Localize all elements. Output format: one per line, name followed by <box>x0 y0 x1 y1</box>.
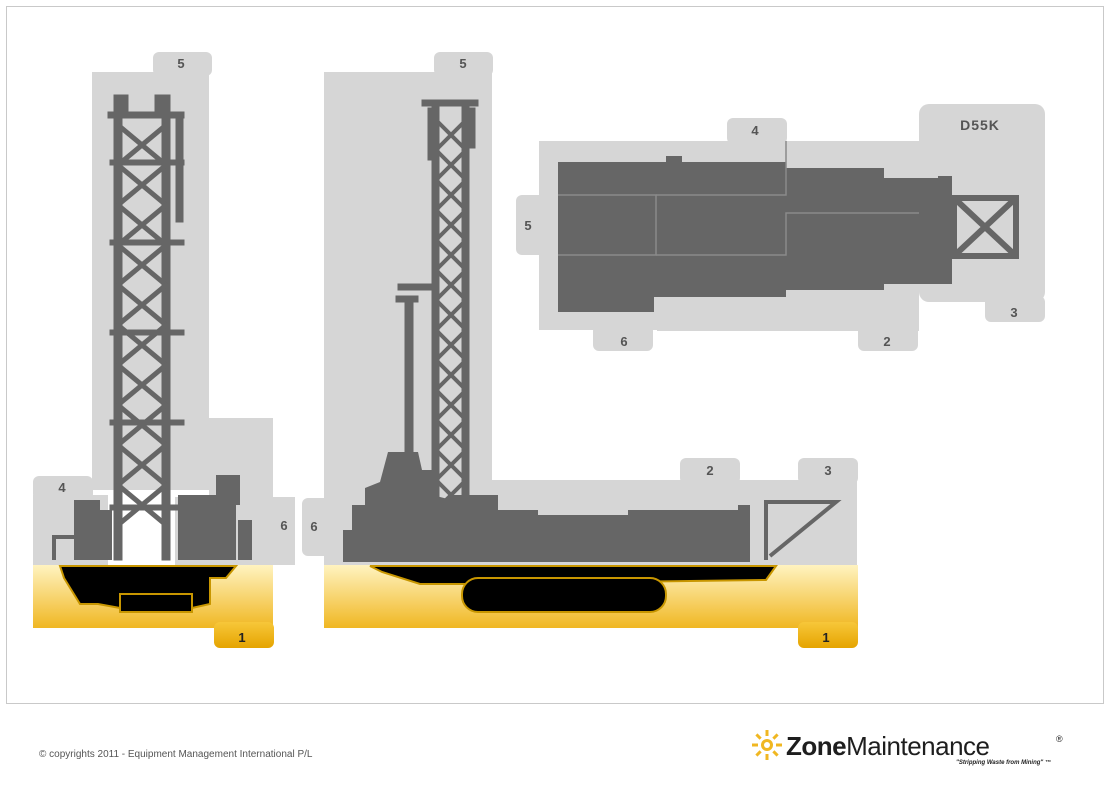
zone-3-tab <box>798 458 858 484</box>
logo-word-bold: Zone <box>786 731 847 761</box>
side-crawler <box>369 565 778 613</box>
zone-4-tab <box>727 118 787 144</box>
zone-2-tab <box>680 458 740 484</box>
top-zone-5-label: 5 <box>524 218 532 233</box>
front-view <box>33 52 295 648</box>
logo-tagline: "Stripping Waste from Mining" ™ <box>956 760 1051 766</box>
model-label: D55K <box>960 117 1000 133</box>
zone-3-tab <box>985 296 1045 322</box>
top-view <box>516 104 1045 351</box>
top-zone-2-label: 2 <box>883 334 891 349</box>
top-zone-3-label: 3 <box>1010 305 1018 320</box>
zone-5-tab <box>153 52 212 76</box>
front-body-silhouette <box>52 475 252 560</box>
side-zone-1-label: 1 <box>822 630 830 645</box>
zone-1-tab <box>798 622 858 648</box>
top-zone-6-label: 6 <box>620 334 628 349</box>
front-zone-5-label: 5 <box>177 56 185 71</box>
copyright-text: © copyrights 2011 - Equipment Management… <box>39 749 313 760</box>
registered-mark: ® <box>1056 734 1063 744</box>
sun-icon <box>752 730 782 760</box>
top-zone-4-label: 4 <box>751 123 759 138</box>
side-body-silhouette <box>343 452 842 562</box>
side-zone-6-label: 6 <box>310 519 318 534</box>
side-view <box>302 52 858 648</box>
logo-wordmark: ZoneMaintenance <box>786 731 990 762</box>
side-zone-2-label: 2 <box>706 463 714 478</box>
zone-1-tab <box>214 622 274 648</box>
zone-6-tab <box>302 498 332 556</box>
front-zone-1-label: 1 <box>238 630 246 645</box>
front-zone-4-label: 4 <box>58 480 66 495</box>
top-silhouette <box>558 156 952 312</box>
zone-5-tab <box>434 52 493 76</box>
zone-5-tab <box>516 195 546 255</box>
front-undercarriage <box>58 565 239 613</box>
top-frame-crossbox <box>951 195 1019 259</box>
top-divider-lines <box>558 141 919 256</box>
side-zone-3-label: 3 <box>824 463 832 478</box>
zonemaintenance-logo: ZoneMaintenance ® "Stripping Waste from … <box>750 730 1080 770</box>
zone-4-tab <box>33 476 93 500</box>
front-mast-silhouette <box>107 94 185 561</box>
zone-2-tab <box>858 325 918 351</box>
front-zone-6-label: 6 <box>280 518 288 533</box>
zone-3-area <box>740 480 857 565</box>
side-zone-5-label: 5 <box>459 56 467 71</box>
logo-word-light: Maintenance <box>846 731 990 761</box>
zone-6-tab <box>593 325 653 351</box>
